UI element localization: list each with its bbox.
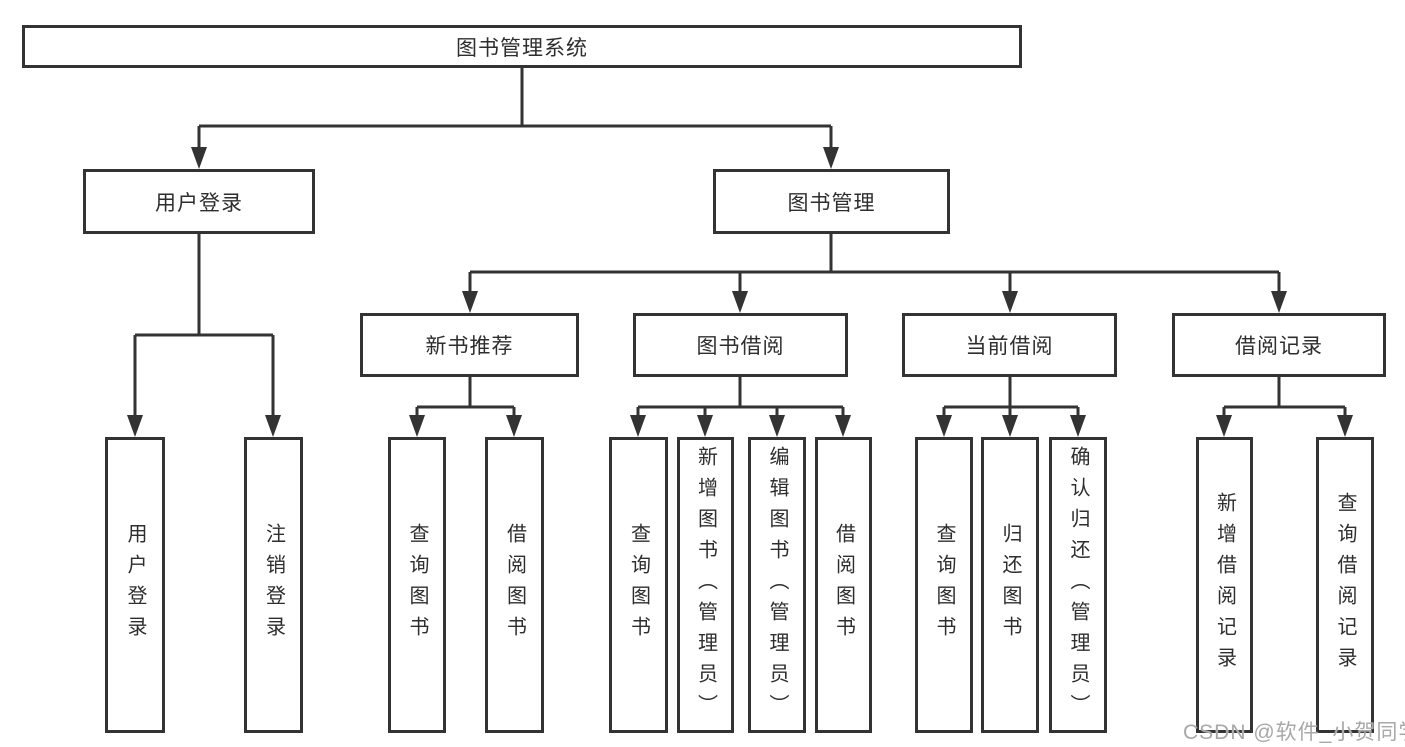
leaf-add-borrow-record: 新增借阅记录 — [1196, 437, 1253, 733]
leaf-return-books: 归还图书 — [981, 437, 1039, 733]
leaf-borrow-query-books: 查询图书 — [609, 437, 668, 733]
leaf-add-book-admin: 新增图书（管理员） — [677, 437, 734, 733]
arrowheads — [127, 147, 1353, 437]
leaf-borrow-borrow-books: 借阅图书 — [815, 437, 872, 733]
tree-edges — [133, 68, 1347, 416]
leaf-edit-book-admin: 编辑图书（管理员） — [748, 437, 806, 733]
node-new-book-recommend: 新书推荐 — [360, 313, 579, 377]
node-book-management: 图书管理 — [713, 169, 950, 234]
leaf-user-login: 用户登录 — [105, 437, 165, 733]
leaf-logout: 注销登录 — [244, 437, 303, 733]
node-borrow-records: 借阅记录 — [1172, 313, 1386, 377]
node-library-system: 图书管理系统 — [22, 25, 1022, 68]
csdn-watermark: CSDN @软件_小贺同学 — [1183, 721, 1405, 744]
node-current-borrow: 当前借阅 — [902, 313, 1117, 377]
node-book-borrow: 图书借阅 — [633, 313, 848, 377]
leaf-confirm-return-admin: 确认归还（管理员） — [1049, 437, 1107, 733]
leaf-recommend-query-books: 查询图书 — [388, 437, 446, 733]
leaf-recommend-borrow-books: 借阅图书 — [485, 437, 544, 733]
leaf-current-query-books: 查询图书 — [915, 437, 973, 733]
node-user-login: 用户登录 — [83, 169, 315, 234]
leaf-query-borrow-record: 查询借阅记录 — [1316, 437, 1374, 733]
